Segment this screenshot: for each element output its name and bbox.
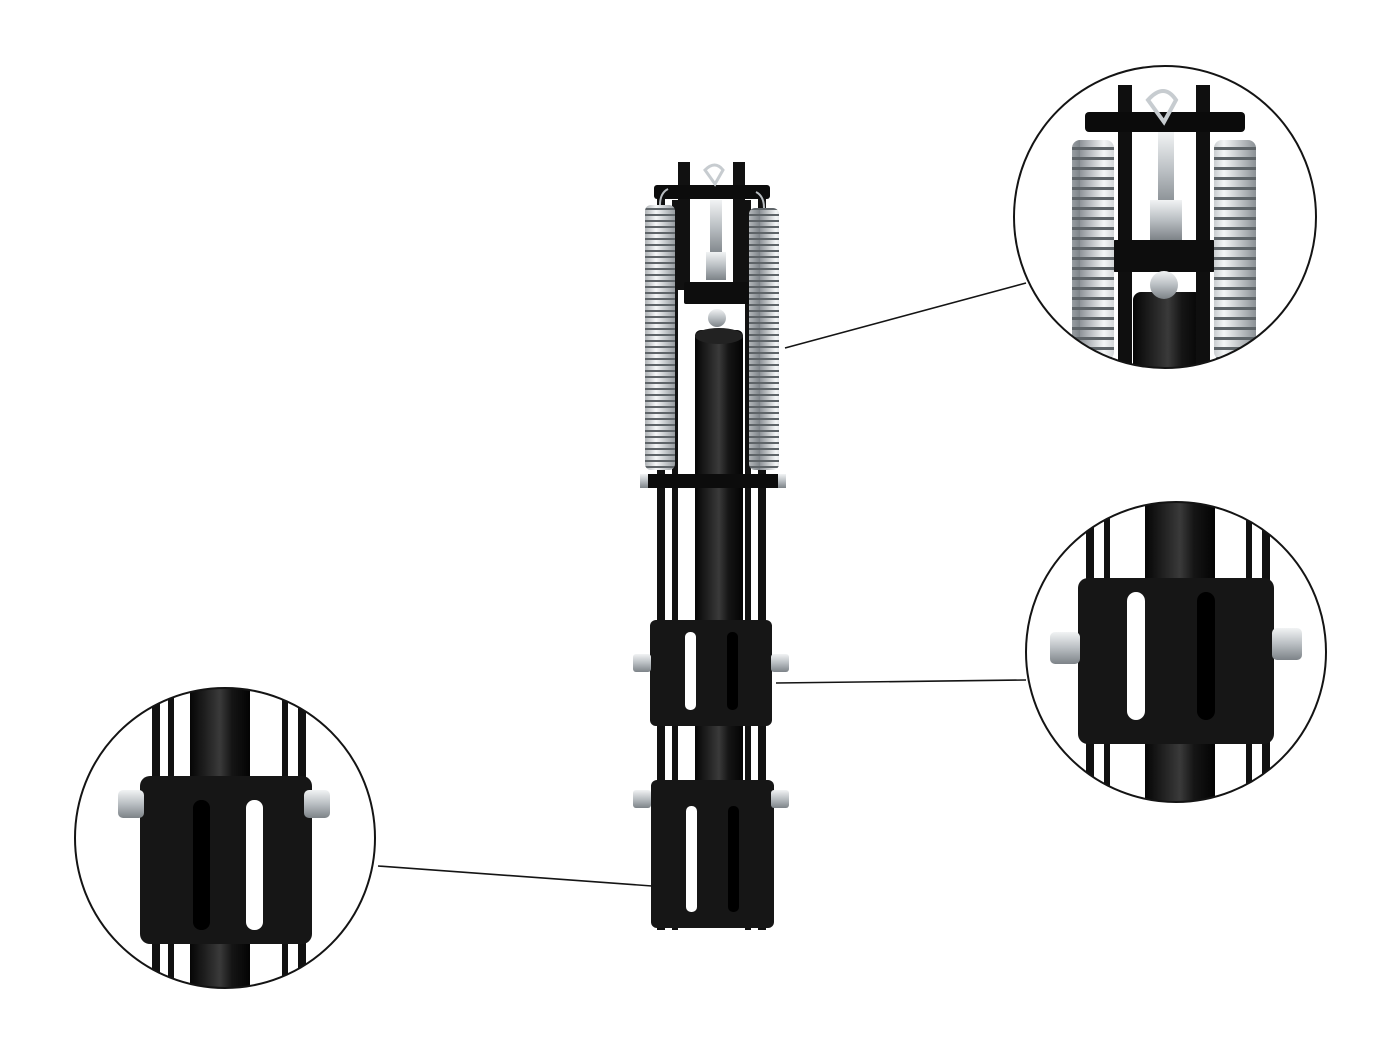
callout-leader-lines: [377, 282, 1027, 887]
callout-upper-slider-detail: [1025, 501, 1327, 803]
callout-lower-slider-detail: [74, 687, 376, 989]
callout-top-spring-detail: [1013, 65, 1317, 369]
main-assembly: [633, 162, 789, 930]
